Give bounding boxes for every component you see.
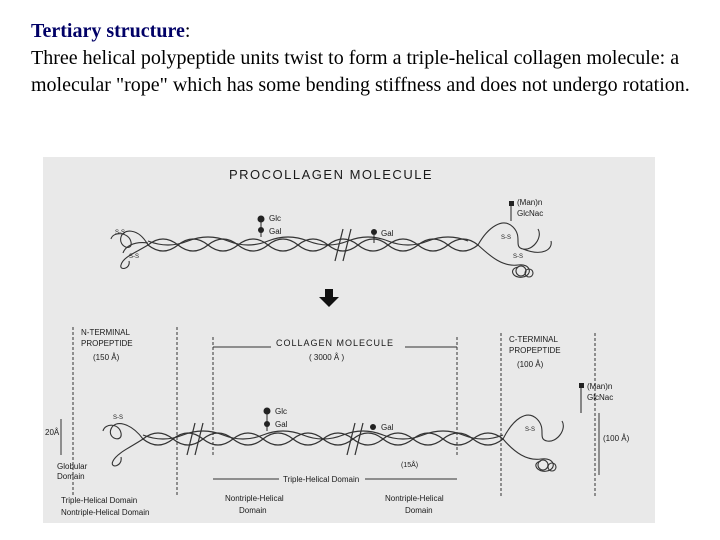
glc-dot-2	[264, 408, 271, 415]
glcnac-label-2: GlcNac	[587, 393, 613, 402]
ss-label-2: S-S	[129, 254, 139, 260]
slide-heading: Tertiary structure	[31, 20, 185, 42]
ss-label-5: S-S	[113, 415, 123, 421]
gal-label: Gal	[269, 227, 282, 236]
man-square-2	[579, 383, 584, 388]
collagen-size-label: ( 3000 Å )	[309, 353, 344, 362]
left-dim-label: 20Å	[45, 428, 60, 437]
figure-title: PROCOLLAGEN MOLECULE	[229, 167, 433, 182]
heading-colon: :	[185, 20, 191, 42]
c-propeptide-label: PROPEPTIDE	[509, 346, 561, 355]
lower-triple-helix	[143, 423, 503, 455]
upper-n-terminal-globule	[111, 231, 148, 268]
glc-dot	[258, 216, 265, 223]
lower-c-globule	[503, 415, 563, 471]
ss-label-3: S-S	[501, 235, 511, 241]
glc-label: Glc	[269, 214, 281, 223]
n-size-label: (150 Å)	[93, 353, 120, 362]
ss-label-6: S-S	[525, 427, 535, 433]
slide-body: Three helical polypeptide units twist to…	[31, 47, 690, 96]
c-terminal-label: C-TERMINAL	[509, 335, 558, 344]
upper-triple-helix	[148, 229, 478, 261]
glcnac-label: GlcNac	[517, 209, 543, 218]
man-label-2: (Man)n	[587, 382, 612, 391]
man-label: (Man)n	[517, 198, 542, 207]
nontriple-right-label: Nontriple-Helical	[385, 494, 444, 503]
small-dim-label: (15Å)	[401, 460, 418, 469]
gal-dot-2	[371, 229, 377, 235]
collagen-label: COLLAGEN MOLECULE	[276, 338, 394, 348]
slide-text: Tertiary structure: Three helical polype…	[31, 18, 691, 99]
upper-c-terminal-globule	[478, 223, 551, 277]
c-size-label: (100 Å)	[517, 360, 544, 369]
globular-label: Globular	[57, 462, 88, 471]
ss-label-4: S-S	[513, 254, 523, 260]
nontriple-left-label: Nontriple-Helical Domain	[61, 508, 149, 517]
nontriple-mid-domain-label: Domain	[239, 506, 267, 515]
gal-dot	[258, 227, 264, 233]
conversion-arrow-icon	[319, 289, 339, 307]
triple-helical-domain-left-label: Triple-Helical Domain	[61, 496, 137, 505]
procollagen-figure: PROCOLLAGEN MOLECULE S-S S-S Glc Gal Gal…	[43, 157, 655, 523]
n-terminal-label: N-TERMINAL	[81, 328, 130, 337]
glc-label-2: Glc	[275, 407, 287, 416]
man-square	[509, 201, 514, 206]
triple-helical-domain-label: Triple-Helical Domain	[283, 475, 359, 484]
procollagen-diagram: PROCOLLAGEN MOLECULE S-S S-S Glc Gal Gal…	[43, 157, 655, 523]
gal-label-4: Gal	[381, 423, 394, 432]
gal-dot-4	[370, 424, 376, 430]
right-dim-label: (100 Å)	[603, 434, 630, 443]
gal-dot-3	[264, 421, 270, 427]
globular-domain-label: Domain	[57, 472, 85, 481]
nontriple-right-domain-label: Domain	[405, 506, 433, 515]
gal-label-2: Gal	[381, 229, 394, 238]
n-propeptide-label: PROPEPTIDE	[81, 339, 133, 348]
lower-n-globule	[103, 424, 143, 466]
nontriple-mid-label: Nontriple-Helical	[225, 494, 284, 503]
gal-label-3: Gal	[275, 420, 288, 429]
ss-label-1: S-S	[115, 230, 125, 236]
